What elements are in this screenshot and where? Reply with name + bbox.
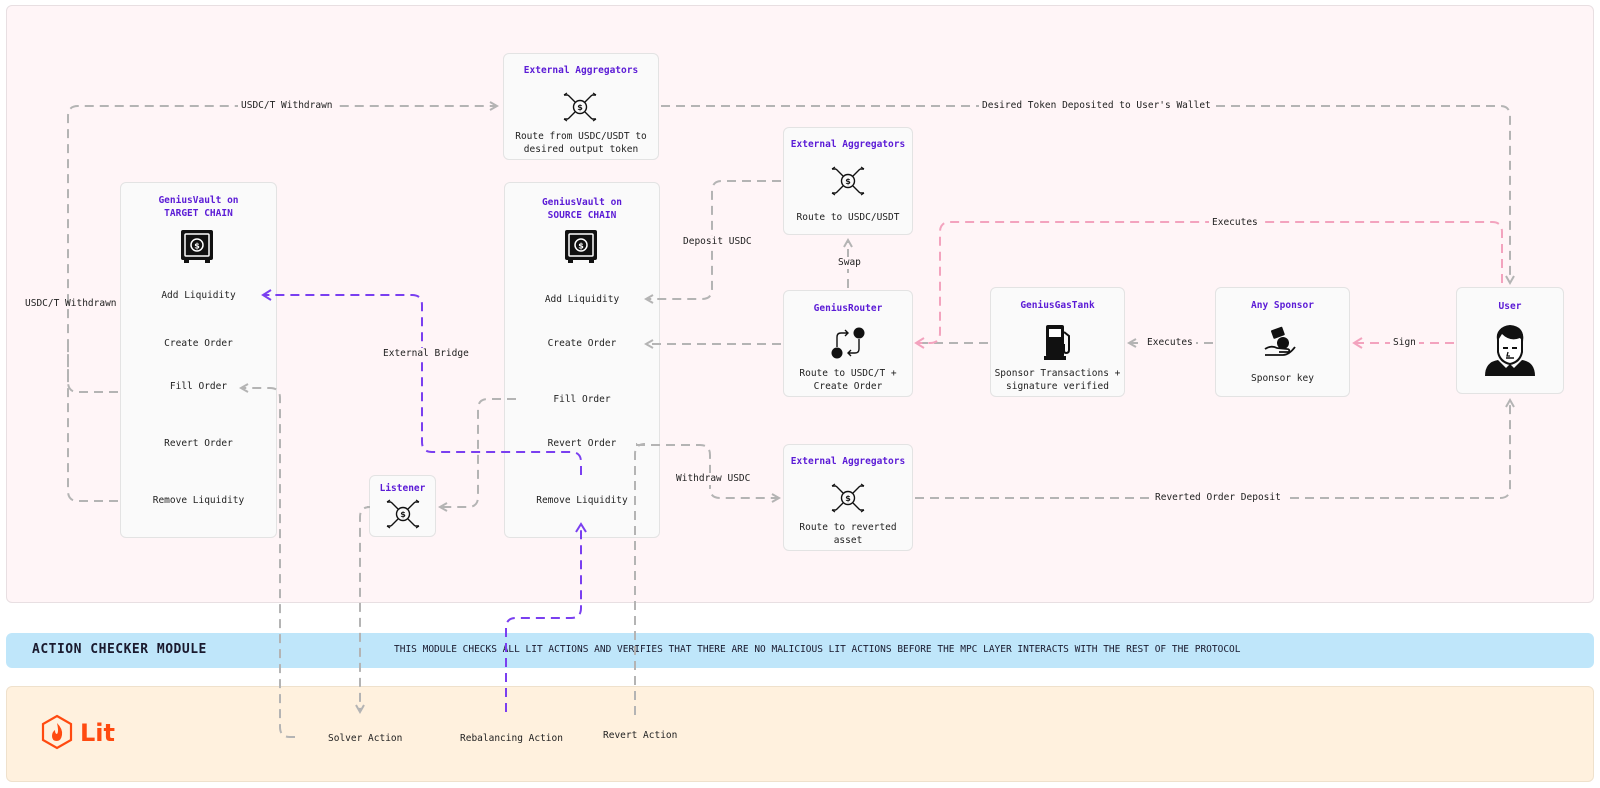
vault-target-item-fill-order: Fill Order — [169, 381, 228, 392]
genius-vault-target-node — [120, 182, 277, 538]
vault-target-item-remove-liquidity: Remove Liquidity — [152, 495, 245, 506]
ext-agg-top-title: External Aggregators — [523, 65, 639, 76]
banner-text: THIS MODULE CHECKS ALL LIT ACTIONS AND V… — [394, 644, 1241, 655]
edge-solver-fill-order — [241, 388, 295, 738]
label-sign: Sign — [1390, 337, 1419, 349]
route-icon — [831, 327, 865, 359]
edge-external-bridge — [261, 289, 582, 475]
sponsor-desc1: Sponsor key — [1251, 373, 1314, 384]
aggregator-icon-top — [563, 92, 597, 122]
gas-tank-desc1: Sponsor Transactions + — [994, 368, 1121, 379]
vault-target-title1: GeniusVault on — [158, 195, 239, 206]
label-executes-top: Executes — [1209, 217, 1261, 229]
ext-agg-top-desc2: desired output token — [523, 144, 639, 155]
vault-source-title1: GeniusVault on — [541, 197, 623, 208]
label-desired-token: Desired Token Deposited to User's Wallet — [979, 100, 1214, 112]
aggregator-icon-bottom — [831, 483, 865, 513]
label-deposit-usdc: Deposit USDC — [680, 236, 755, 248]
vault-target-item-add-liquidity: Add Liquidity — [161, 290, 236, 301]
gas-tank-title: GeniusGasTank — [1020, 300, 1095, 311]
vault-icon-source — [564, 229, 598, 264]
edge-rebalancing — [505, 522, 587, 712]
aggregator-icon-mid — [831, 166, 865, 196]
router-desc2: Create Order — [813, 381, 883, 392]
edge-executes-top — [914, 221, 1503, 349]
vault-icon-target — [180, 229, 214, 264]
gas-tank-desc2: signature verified — [1006, 381, 1109, 392]
banner-title: ACTION CHECKER MODULE — [32, 642, 207, 657]
ext-agg-bottom-desc2: asset — [833, 535, 863, 546]
user-avatar-icon — [1485, 325, 1535, 376]
router-desc1: Route to USDC/T + — [799, 368, 897, 379]
vault-source-item-fill-order: Fill Order — [553, 394, 611, 405]
edge-usdct-withdrawn-left — [67, 340, 118, 502]
label-withdraw-usdc: Withdraw USDC — [673, 473, 754, 485]
ext-agg-bottom-title: External Aggregators — [790, 456, 906, 467]
edge-withdraw-usdc — [636, 444, 779, 498]
label-external-bridge: External Bridge — [380, 348, 472, 360]
label-executes-mid: Executes — [1144, 337, 1196, 349]
vault-target-title2: TARGET CHAIN — [164, 208, 233, 219]
label-swap: Swap — [835, 257, 864, 269]
listener-node — [369, 475, 436, 537]
aggregator-icon-listener — [386, 499, 420, 529]
vault-source-item-revert-order: Revert Order — [547, 438, 617, 449]
edge-desired-token — [661, 105, 1510, 283]
edge-revert-action — [634, 443, 646, 715]
hand-coin-icon — [1264, 326, 1296, 356]
vault-source-item-add-liquidity: Add Liquidity — [544, 294, 620, 305]
lit-revert-action: Revert Action — [600, 730, 681, 742]
lit-rebalancing-action: Rebalancing Action — [457, 733, 566, 745]
ext-agg-bottom-desc1: Route to reverted — [799, 522, 897, 533]
lit-logo-icon — [41, 714, 73, 750]
label-reverted-deposit: Reverted Order Deposit — [1152, 492, 1284, 504]
edge-listener-solver — [360, 506, 371, 712]
listener-title: Listener — [379, 483, 426, 494]
user-title: User — [1498, 301, 1522, 312]
edge-fill-order-listener — [440, 398, 516, 507]
vault-source-title2: SOURCE CHAIN — [547, 210, 617, 221]
edge-reverted-deposit — [915, 400, 1510, 499]
lit-panel — [6, 686, 1594, 782]
vault-source-item-remove-liquidity: Remove Liquidity — [536, 495, 628, 506]
edge-usdct-withdrawn-top — [67, 106, 497, 393]
vault-target-item-revert-order: Revert Order — [164, 438, 233, 449]
lit-solver-action: Solver Action — [325, 733, 406, 745]
ext-agg-mid-desc1: Route to USDC/USDT — [796, 212, 900, 223]
ext-agg-top-desc1: Route from USDC/USDT to — [515, 131, 647, 142]
label-usdct-withdrawn-top: USDC/T Withdrawn — [238, 100, 336, 112]
vault-source-item-create-order: Create Order — [547, 338, 617, 349]
genius-router-node — [783, 290, 913, 397]
fuel-pump-icon — [1044, 325, 1070, 360]
vault-target-item-create-order: Create Order — [164, 338, 233, 349]
action-checker-banner: ACTION CHECKER MODULE THIS MODULE CHECKS… — [6, 633, 1594, 668]
router-title: GeniusRouter — [813, 303, 883, 314]
label-usdct-withdrawn-left: USDC/T Withdrawn — [25, 298, 117, 309]
sponsor-title: Any Sponsor — [1251, 300, 1314, 311]
lit-logo-text: Lit — [80, 719, 115, 747]
ext-agg-mid-title: External Aggregators — [790, 139, 906, 150]
